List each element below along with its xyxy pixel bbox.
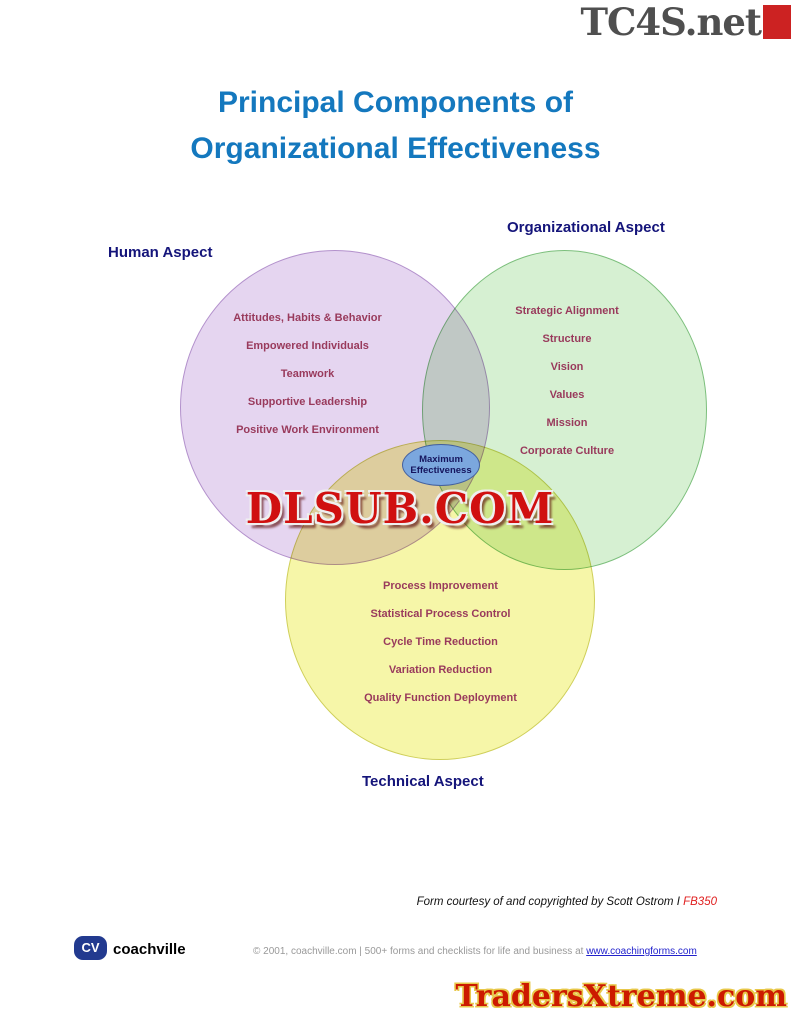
technical-aspect-items: Process Improvement Statistical Process … — [328, 580, 553, 720]
watermark-tradersxtreme: TradersXtreme.com — [455, 979, 787, 1014]
center-label-line1: Maximum — [419, 454, 463, 465]
human-aspect-label: Human Aspect — [108, 244, 213, 261]
list-item: Process Improvement — [383, 580, 498, 592]
list-item: Attitudes, Habits & Behavior — [233, 312, 382, 324]
watermark-dlsub: DLSUB.COM — [245, 484, 555, 533]
page-title: Principal Components of Organizational E… — [0, 80, 791, 172]
list-item: Variation Reduction — [388, 664, 493, 676]
red-corner-block — [763, 5, 791, 39]
list-item: Supportive Leadership — [247, 396, 368, 408]
list-item: Empowered Individuals — [246, 340, 369, 352]
list-item: Vision — [550, 361, 584, 373]
coachville-brand: coachville — [113, 941, 186, 958]
technical-aspect-label: Technical Aspect — [362, 773, 484, 790]
list-item: Mission — [546, 417, 588, 429]
courtesy-note: Form courtesy of and copyrighted by Scot… — [417, 896, 717, 908]
courtesy-text: Form courtesy of and copyrighted by Scot… — [416, 896, 684, 908]
organizational-aspect-label: Organizational Aspect — [507, 219, 665, 236]
list-item: Values — [549, 389, 585, 401]
list-item: Statistical Process Control — [370, 608, 511, 620]
human-aspect-items: Attitudes, Habits & Behavior Empowered I… — [190, 312, 425, 452]
technical-aspect-circle — [285, 440, 595, 760]
form-code: FB350 — [683, 896, 717, 908]
copyright-text: © 2001, coachville.com | 500+ forms and … — [253, 946, 587, 957]
page-title-line2: Organizational Effectiveness — [190, 132, 601, 165]
page-title-line1: Principal Components of — [217, 86, 574, 119]
coachville-logo: CV — [74, 936, 107, 960]
list-item: Structure — [542, 333, 592, 345]
list-item: Quality Function Deployment — [364, 692, 517, 704]
list-item: Strategic Alignment — [515, 305, 619, 317]
list-item: Cycle Time Reduction — [383, 636, 498, 648]
copyright-line: © 2001, coachville.com | 500+ forms and … — [253, 946, 697, 957]
organizational-aspect-items: Strategic Alignment Structure Vision Val… — [462, 305, 672, 473]
center-label-line2: Effectiveness — [410, 465, 472, 476]
list-item: Teamwork — [280, 368, 335, 380]
watermark-tc4s: TC4S.net — [580, 0, 762, 44]
list-item: Corporate Culture — [519, 445, 615, 457]
maximum-effectiveness-ellipse: Maximum Effectiveness — [402, 444, 480, 486]
list-item: Positive Work Environment — [236, 424, 379, 436]
coachingforms-link[interactable]: www.coachingforms.com — [586, 946, 697, 957]
